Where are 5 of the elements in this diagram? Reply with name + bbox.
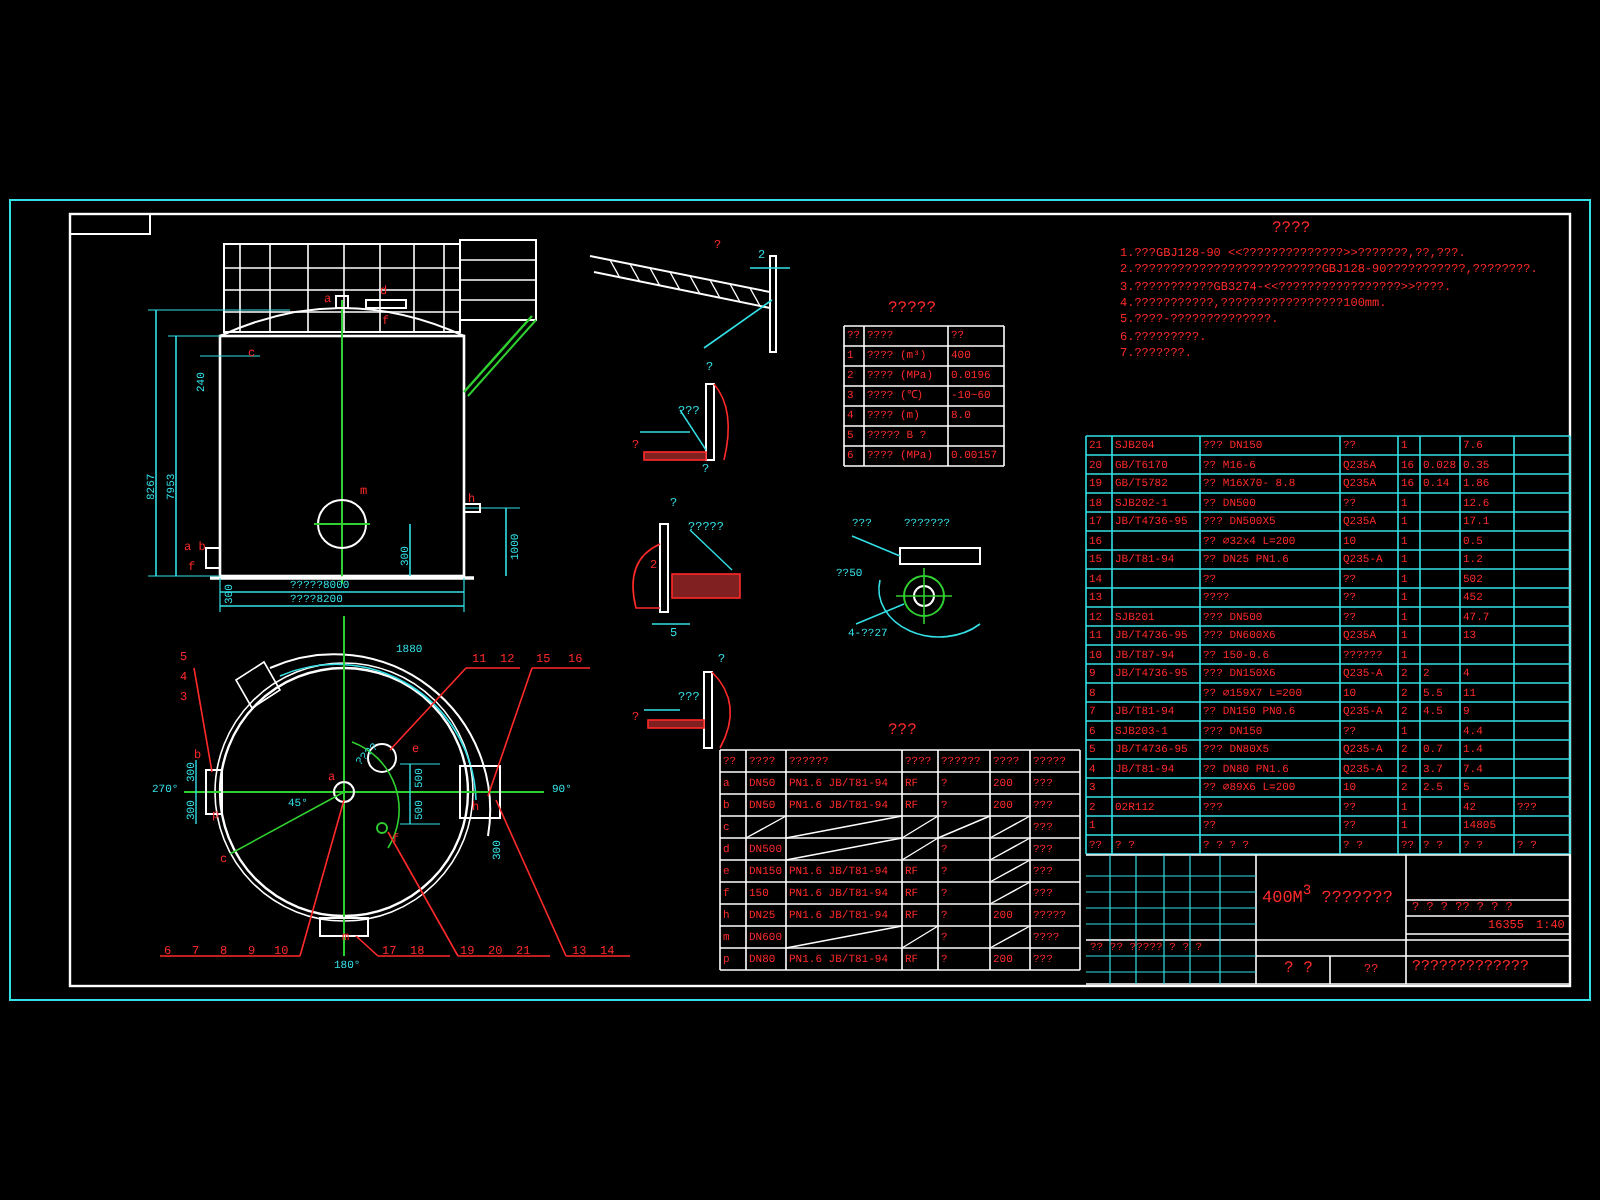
table-title: ?????	[888, 302, 937, 318]
title-block-text: ? ?	[1284, 962, 1313, 978]
notes-heading: ????	[1272, 222, 1311, 238]
table-title: ???	[888, 724, 917, 740]
drawing-title: 400M$^{3}$ ???????	[1262, 886, 1393, 907]
